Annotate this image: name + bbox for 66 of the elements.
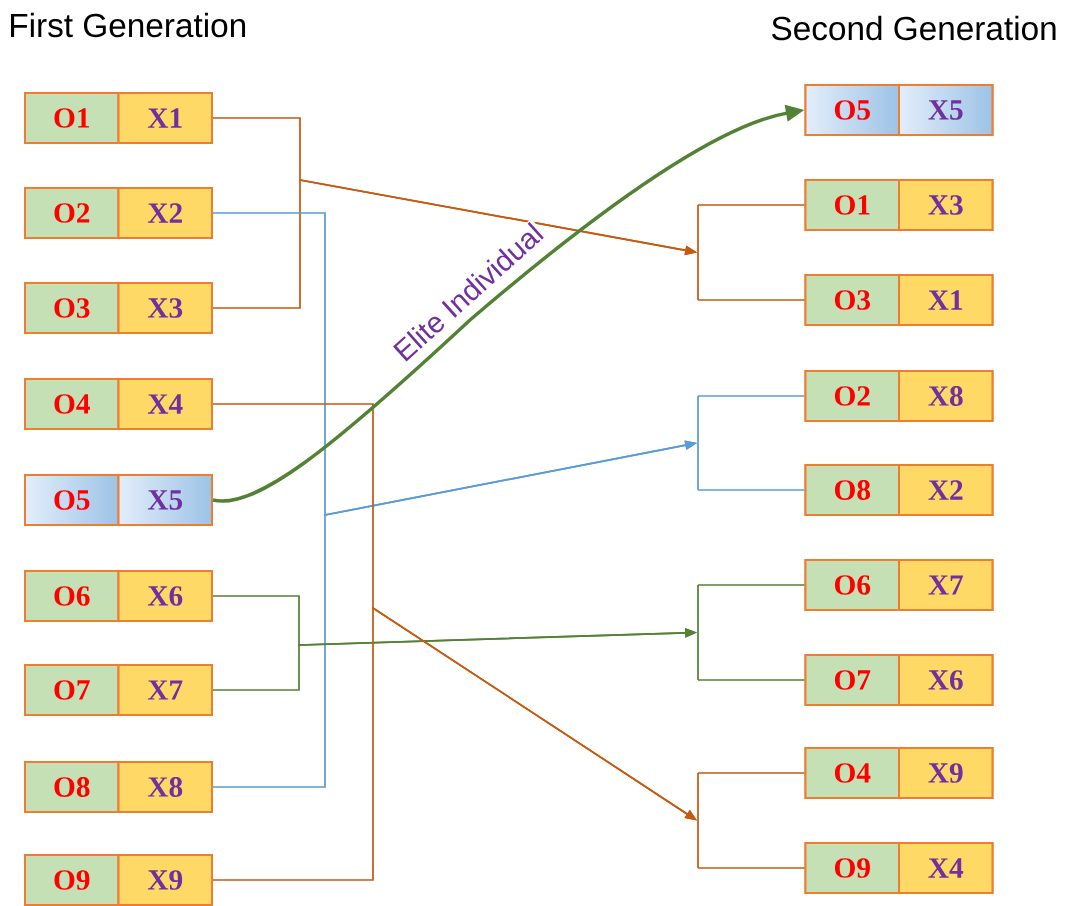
bracket-line [697,396,699,490]
gene-cell: X5 [898,84,994,136]
chromosome-box [804,84,994,136]
chromosome-box [24,378,213,430]
gene-cell: O4 [804,747,900,799]
chromosome-box [804,747,994,799]
gene-cell: X9 [117,854,213,906]
bracket-line [697,585,699,680]
gene-cell: X8 [898,370,994,422]
bracket-arm [697,584,806,586]
gene-cell: O4 [24,378,120,430]
gene-cell: X1 [898,274,994,326]
gene-cell: X6 [898,654,994,706]
gene-cell: O5 [804,84,900,136]
gene-cell: X7 [898,559,994,611]
gene-cell: O8 [804,464,900,516]
bracket-line [697,205,699,300]
chromosome-box [804,842,994,894]
gene-cell: X9 [898,747,994,799]
gene-cell: O6 [24,570,120,622]
gene-cell: O1 [24,92,120,144]
gene-cell: O9 [24,854,120,906]
gene-cell: X6 [117,570,213,622]
chromosome-box [24,570,213,622]
gene-cell: O7 [804,654,900,706]
generation-title: Second Generation [772,15,1056,41]
gene-cell: O2 [24,187,120,239]
gene-cell: O3 [24,282,120,334]
gene-cell: X2 [117,187,213,239]
gene-cell: O7 [24,664,120,716]
bracket-arm [697,299,806,301]
chromosome-box [24,187,213,239]
gene-cell: X4 [117,378,213,430]
gene-cell: X5 [117,474,213,526]
bracket-arm [697,395,806,397]
gene-cell: X8 [117,761,213,813]
gene-cell: O2 [804,370,900,422]
chromosome-box [804,179,994,231]
chromosome-box [24,92,213,144]
bracket-arm [697,204,806,206]
gene-cell: X2 [898,464,994,516]
bracket-arm [697,679,806,681]
chromosome-box [24,761,213,813]
gene-cell: O3 [804,274,900,326]
chromosome-box [804,654,994,706]
chromosome-box [804,370,994,422]
gene-cell: X3 [117,282,213,334]
chromosome-box [24,282,213,334]
gene-cell: X3 [898,179,994,231]
gene-cell: O8 [24,761,120,813]
chromosome-box [804,274,994,326]
generation-title: First Generation [11,12,246,38]
bracket-arm [697,772,806,774]
gene-cell: O5 [24,474,120,526]
gene-cell: X7 [117,664,213,716]
gene-cell: O9 [804,842,900,894]
gene-cell: X1 [117,92,213,144]
gene-cell: O6 [804,559,900,611]
gene-cell: X4 [898,842,994,894]
chromosome-box [804,559,994,611]
bracket-arm [697,867,806,869]
chromosome-box [804,464,994,516]
bracket-line [697,773,699,868]
gene-cell: O1 [804,179,900,231]
bracket-arm [697,489,806,491]
chromosome-box [24,664,213,716]
